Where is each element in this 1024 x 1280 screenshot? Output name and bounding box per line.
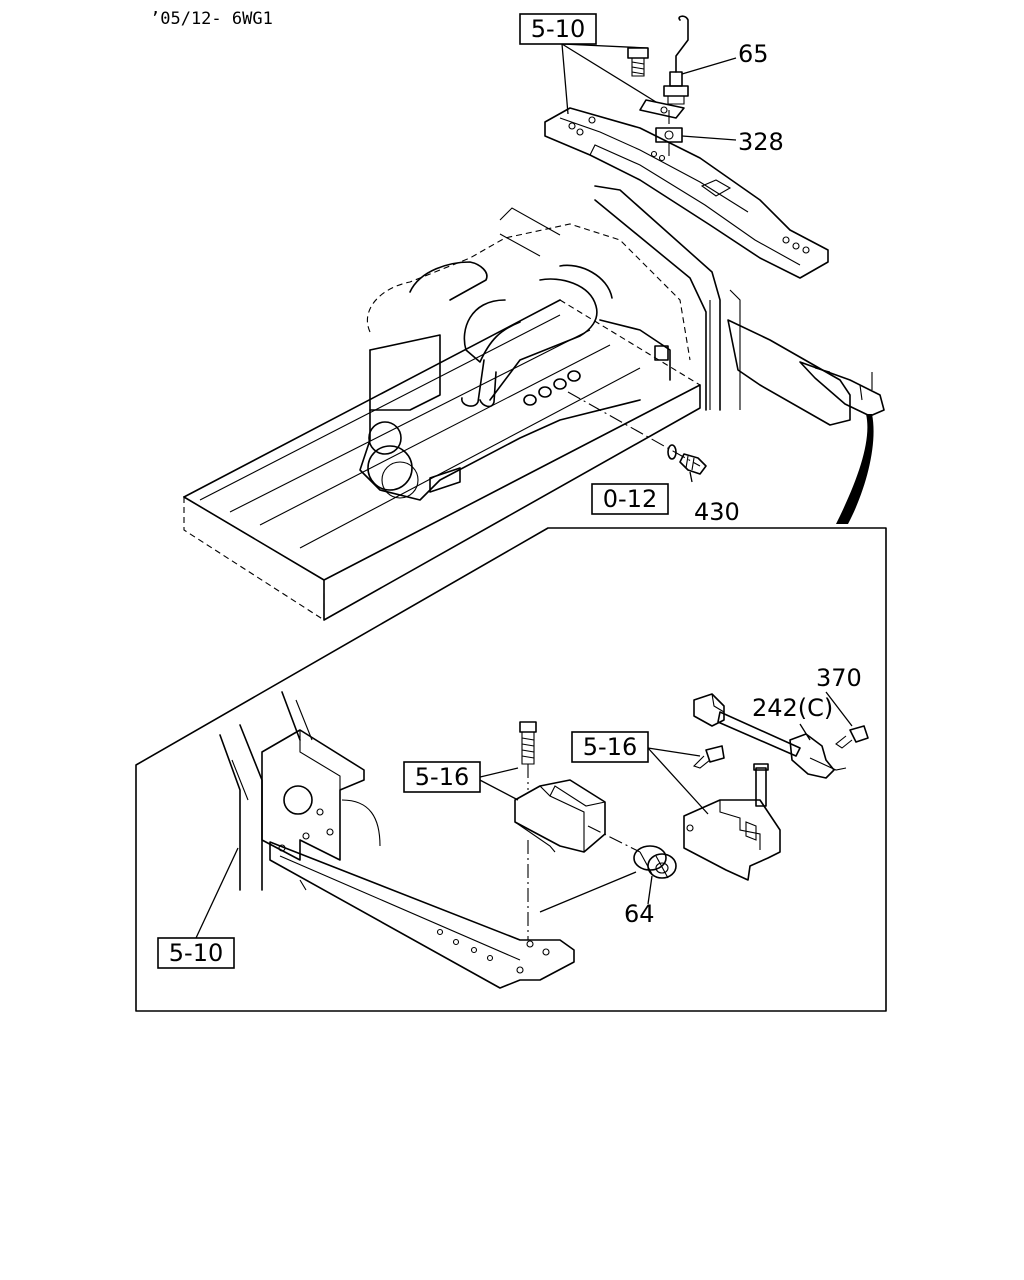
ref-label-0-12: 0-12: [603, 485, 657, 513]
crossmember-detail: [269, 841, 575, 989]
bolt-upper: [627, 47, 649, 77]
bolt-center: [519, 721, 537, 765]
detail-callout-arrow: [836, 414, 874, 524]
leader-line-64-axis: [539, 871, 637, 913]
axis-line-64: [587, 825, 641, 853]
nut-328: [655, 127, 683, 143]
part-label-430: 430: [694, 498, 740, 526]
harness-connector-right: [799, 361, 885, 417]
part-label-242c: 242(C): [752, 694, 833, 722]
bolt-right: [692, 745, 725, 769]
part-label-370: 370: [816, 664, 862, 692]
pressure-sensor-65: [663, 15, 689, 105]
diagram-code: ’05/12- 6WG1: [150, 9, 273, 29]
crossmember-bracket: [544, 107, 829, 279]
chassis-frame: [183, 299, 701, 622]
switch-64: [633, 845, 677, 879]
leader-lines: [195, 43, 853, 939]
sensor-bracket: [683, 799, 781, 881]
washer-gasket: [667, 444, 677, 460]
ref-box-0-12: [591, 483, 669, 515]
mounting-bracket: [261, 729, 381, 861]
mounting-plate: [639, 99, 685, 119]
part-label-64: 64: [624, 900, 655, 928]
bolt-370: [835, 725, 869, 749]
ref-box-5-10-bottom: [157, 937, 235, 969]
frame-rail-right: [594, 185, 851, 426]
plug-430: [679, 453, 707, 475]
part-label-328: 328: [738, 128, 784, 156]
axis-line-430: [567, 391, 701, 467]
sensor-242c: [693, 693, 847, 779]
ref-box-5-10-top: [519, 13, 597, 45]
ref-box-5-16-left: [403, 761, 481, 793]
engine-block: [359, 207, 691, 501]
pin-rod: [753, 763, 769, 807]
ref-box-5-16-right: [571, 731, 649, 763]
frame-side-rail-detail: [219, 691, 313, 891]
ref-label-5-16-left: 5-16: [415, 763, 469, 791]
ref-label-5-10-top: 5-10: [531, 15, 585, 43]
part-label-65: 65: [738, 40, 769, 68]
ref-label-5-16-right: 5-16: [583, 733, 637, 761]
ref-label-5-10-bottom: 5-10: [169, 939, 223, 967]
detail-inset-frame: [135, 527, 887, 1012]
